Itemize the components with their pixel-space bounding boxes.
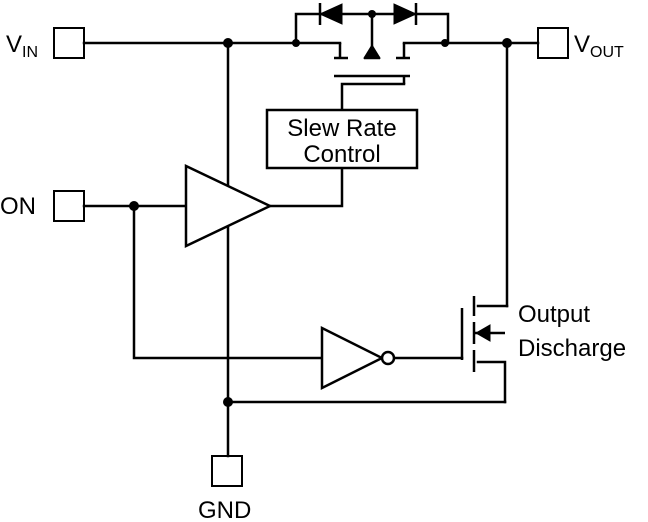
vout-label: VOUT (574, 31, 624, 61)
discharge-source-wire (476, 360, 507, 404)
vin-label: VIN (6, 31, 38, 61)
junction-vout-diode (441, 39, 449, 47)
on-pin (53, 190, 85, 222)
on-label: ON (0, 193, 36, 220)
gate-drive-wire (340, 82, 406, 112)
junction-vin-vertical (223, 38, 233, 48)
amp-output-wire (268, 166, 344, 208)
slew-rate-control-block (265, 108, 419, 170)
discharge-fet (460, 296, 505, 372)
junction-on-branch (129, 201, 139, 211)
junction-vin-diode (292, 39, 300, 47)
inverter (320, 325, 385, 391)
output-discharge-line1: Output (518, 301, 590, 328)
inverter-bubble (380, 350, 396, 366)
junction-vout-drop (502, 38, 512, 48)
gnd-pin (211, 455, 243, 487)
pass-fet (334, 14, 410, 84)
junction-ground (223, 397, 233, 407)
junction-diode-body (368, 10, 376, 18)
output-discharge-line2: Discharge (518, 335, 626, 362)
on-branch-wire (132, 204, 324, 360)
vout-pin (537, 27, 569, 59)
slew-rate-line1: Slew Rate (287, 115, 396, 142)
slew-rate-line2: Control (303, 141, 380, 168)
gnd-label: GND (198, 497, 251, 522)
vin-pin (53, 27, 85, 59)
enable-buffer (184, 164, 273, 248)
